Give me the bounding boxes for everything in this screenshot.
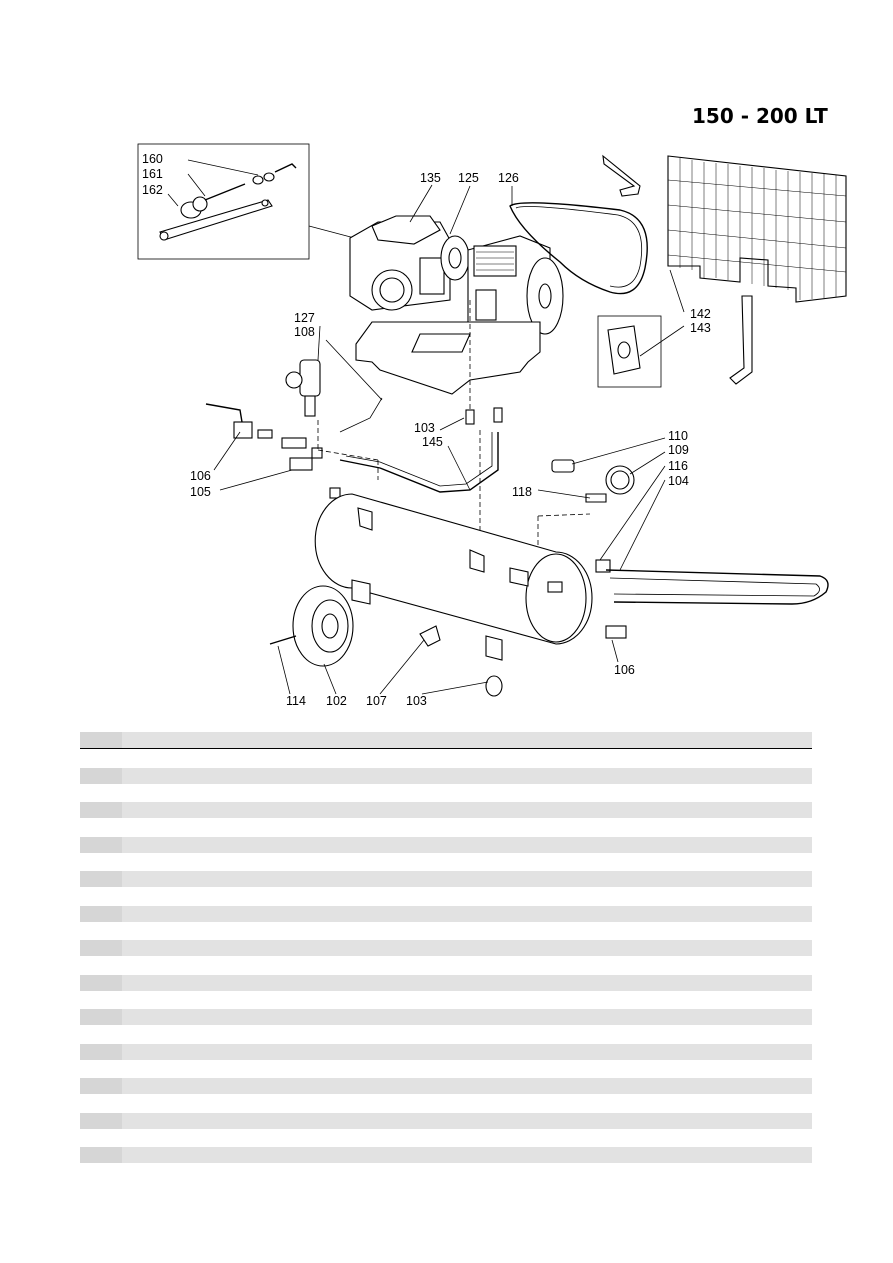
callout-104: 104 [668, 474, 689, 488]
upper-bracket [602, 154, 641, 197]
air-tank [314, 493, 611, 661]
table-row [80, 768, 812, 784]
callout-103-bottom: 103 [406, 694, 427, 708]
table-row [80, 837, 812, 853]
handle [605, 569, 829, 605]
safety-valve [551, 459, 575, 473]
callout-107: 107 [366, 694, 387, 708]
table-row [80, 1078, 812, 1094]
callout-142: 142 [690, 307, 711, 321]
callout-108: 108 [294, 325, 315, 339]
callout-110: 110 [668, 429, 688, 443]
callout-125: 125 [458, 171, 479, 185]
table-row [80, 975, 812, 991]
callout-109: 109 [668, 443, 689, 457]
callout-118: 118 [512, 485, 532, 499]
callout-145: 145 [422, 435, 443, 449]
callout-143: 143 [690, 321, 711, 335]
fitting-1 [281, 437, 307, 449]
callout-105: 105 [190, 485, 211, 499]
callout-161: 161 [142, 167, 163, 181]
base-plate [355, 321, 541, 395]
belt [509, 202, 648, 295]
foot [485, 675, 503, 697]
table-row [80, 1009, 812, 1025]
callout-106-right: 106 [614, 663, 635, 677]
washer-detail [252, 175, 264, 185]
belt-guard [667, 155, 847, 303]
delivery-pipe [339, 432, 499, 493]
ball-valve [205, 403, 273, 439]
detail-inset-box [137, 143, 310, 260]
table-row [80, 871, 812, 887]
pressure-switch [285, 359, 321, 417]
table-row [80, 802, 812, 818]
table-row [80, 1044, 812, 1060]
table-row [80, 906, 812, 922]
callout-116: 116 [668, 459, 688, 473]
bracket-detail [159, 199, 273, 241]
drain-plug [605, 625, 627, 639]
exploded-parts-diagram: 160 161 162 135 125 126 127 108 142 143 … [137, 143, 847, 708]
table-row [80, 1147, 812, 1163]
page-title: 150 - 200 LT [692, 104, 828, 128]
callout-135: 135 [420, 171, 441, 185]
callout-160: 160 [142, 152, 163, 166]
vibration-mount [465, 409, 475, 425]
fitting-2 [289, 457, 313, 471]
table-header-row [80, 732, 812, 749]
callout-103-top: 103 [414, 421, 435, 435]
callout-102: 102 [326, 694, 347, 708]
wheel [292, 585, 354, 667]
lower-bracket [729, 295, 753, 385]
callout-127: 127 [294, 311, 315, 325]
table-row [80, 940, 812, 956]
callout-162: 162 [142, 183, 163, 197]
callout-126: 126 [498, 171, 519, 185]
callout-114: 114 [286, 694, 306, 708]
pump-assembly [467, 235, 564, 335]
engine-assembly [349, 215, 470, 311]
callout-106-left: 106 [190, 469, 211, 483]
gasket-box [597, 315, 662, 388]
table-row [80, 1113, 812, 1129]
